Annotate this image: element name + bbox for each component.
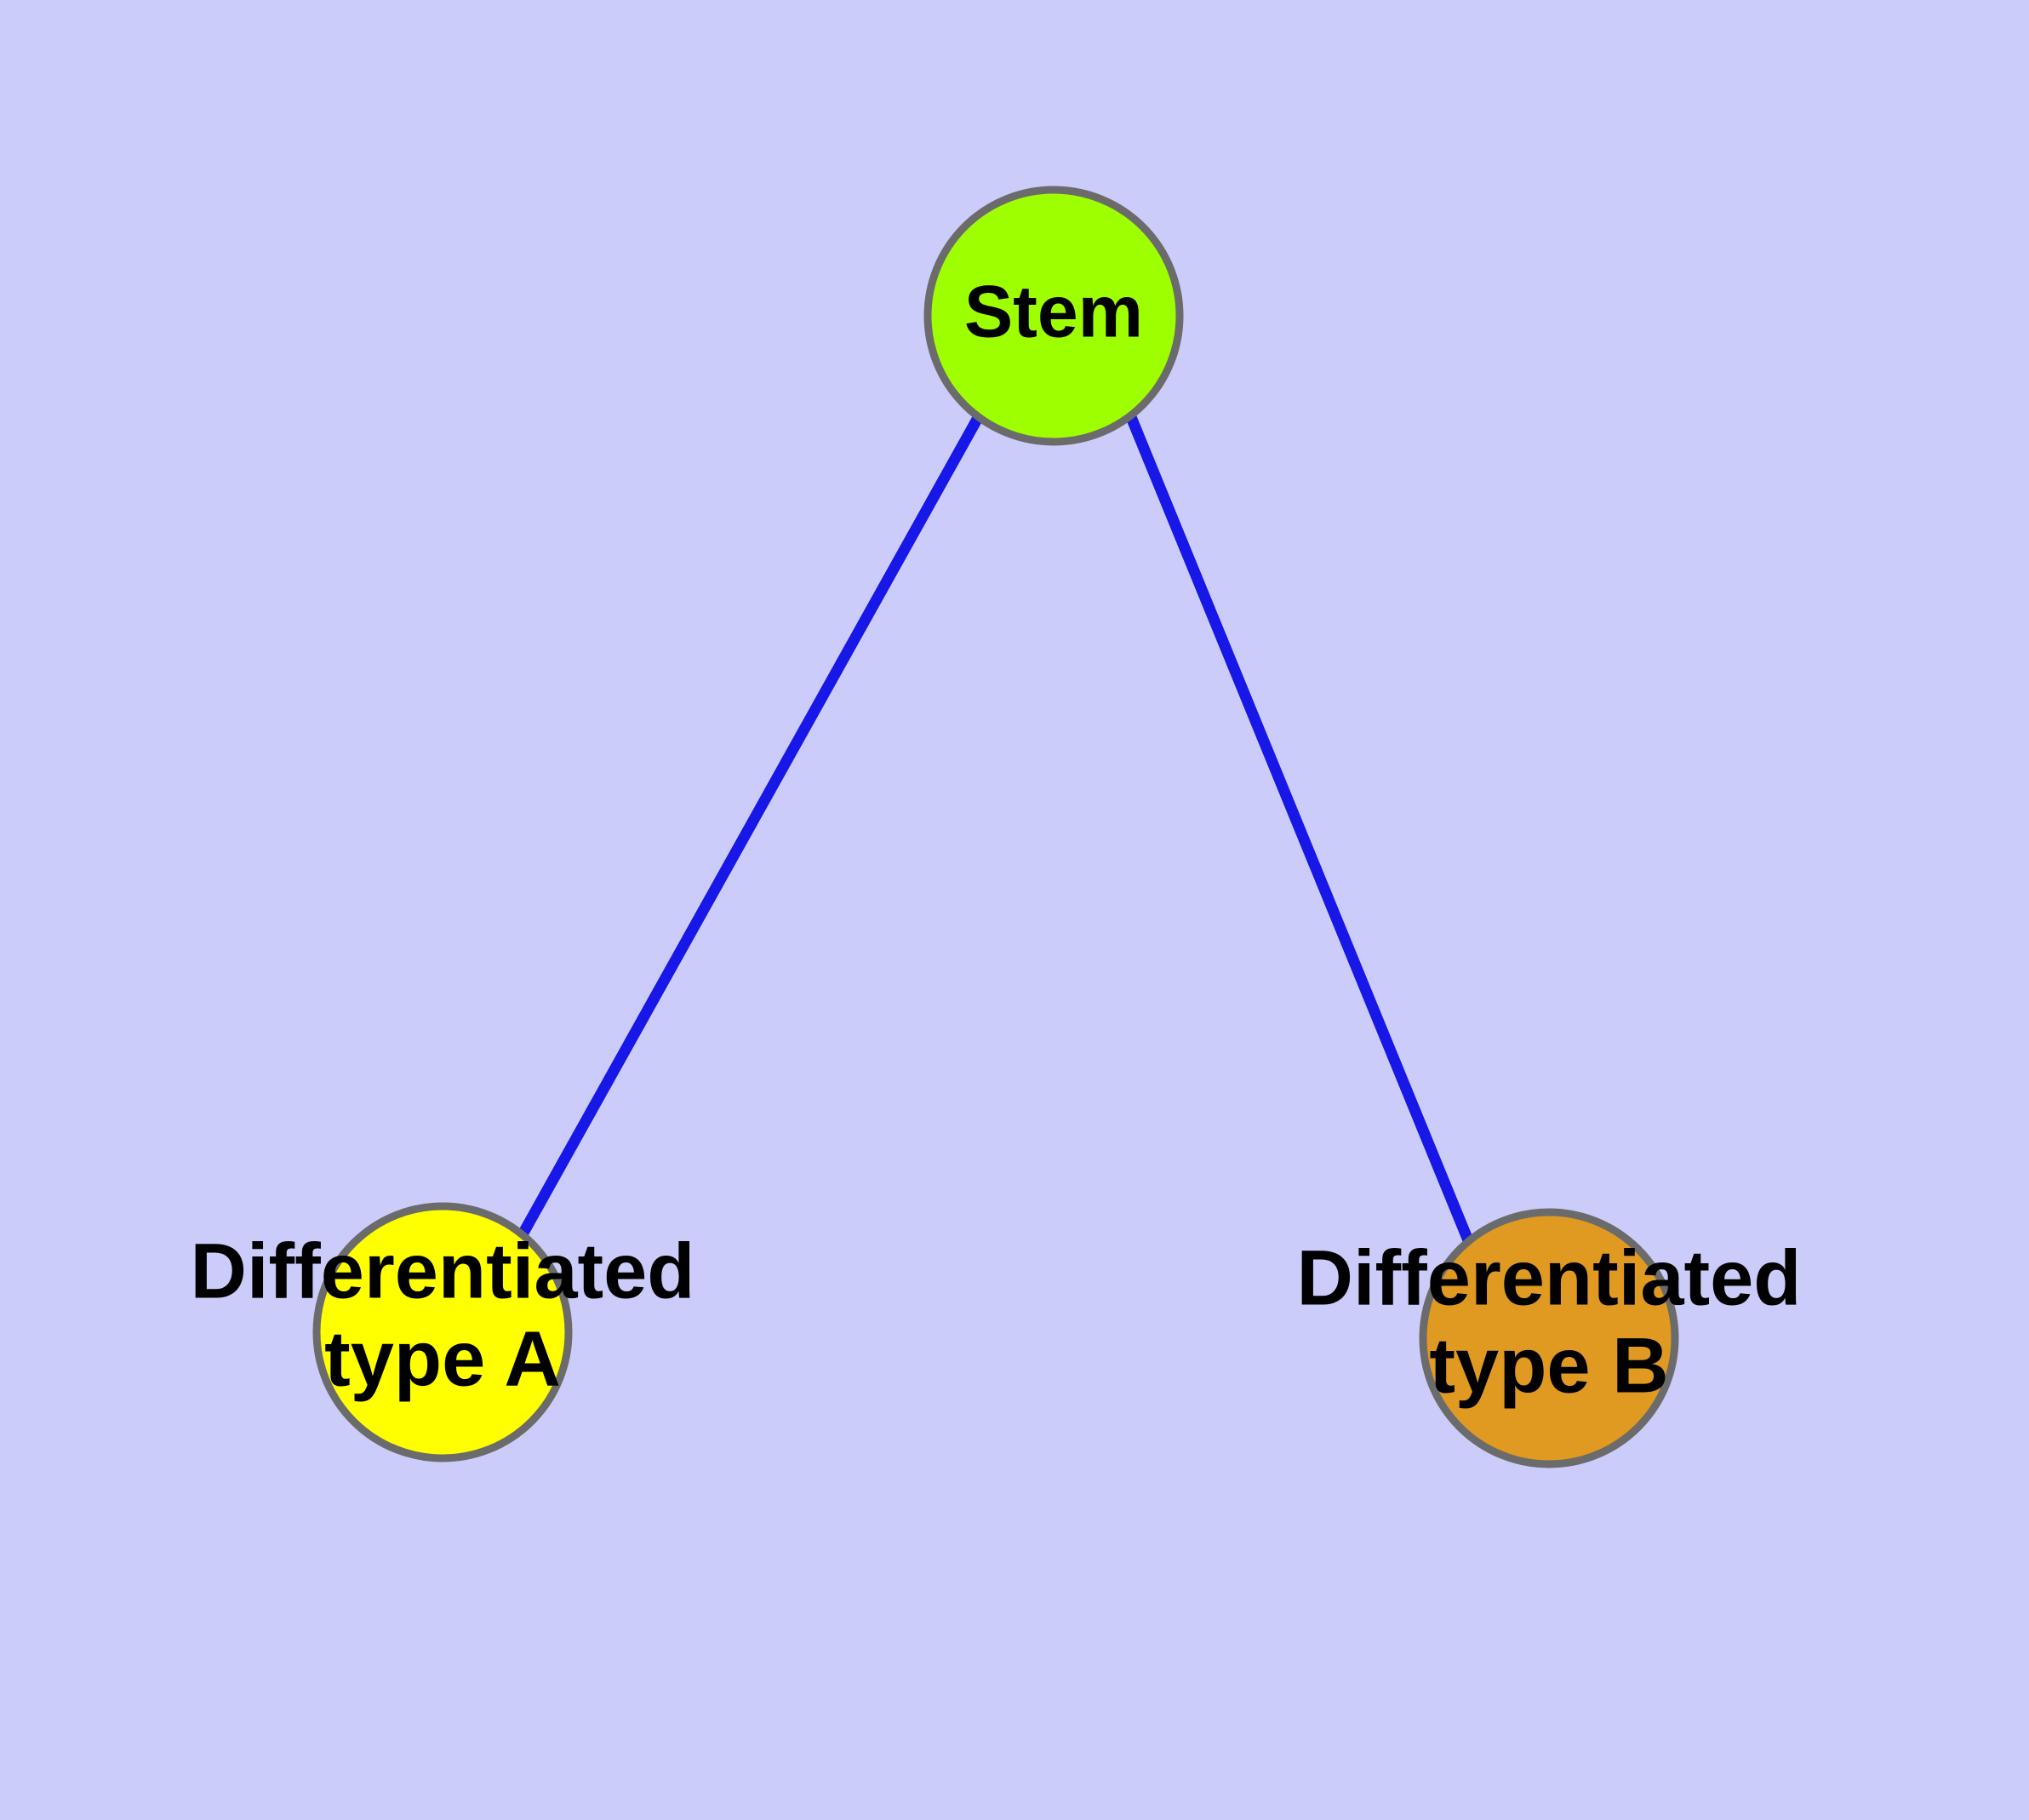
node-circle-differentiated-type-b[interactable] xyxy=(1419,1208,1679,1468)
node-label-differentiated-type-b-line2: type B xyxy=(1429,1322,1668,1409)
node-label-differentiated-type-a: Differentiated xyxy=(191,1228,695,1314)
edge-stem-to-differentiated-type-a[interactable] xyxy=(517,413,984,1238)
edge-group xyxy=(517,413,1474,1243)
node-label-differentiated-type-a-line2: type A xyxy=(324,1315,561,1402)
node-label-stem: Stem xyxy=(964,272,1143,353)
node-circle-stem[interactable] xyxy=(923,186,1184,446)
edge-stem-to-differentiated-type-b[interactable] xyxy=(1125,415,1474,1243)
node-differentiated-type-b[interactable]: Differentiated type B xyxy=(1297,1208,1802,1468)
node-differentiated-type-a[interactable]: Differentiated type A xyxy=(191,1202,695,1462)
node-label-differentiated-type-b: Differentiated xyxy=(1297,1234,1802,1321)
node-stem[interactable]: Stem xyxy=(923,186,1184,446)
node-circle-differentiated-type-a[interactable] xyxy=(312,1202,573,1462)
